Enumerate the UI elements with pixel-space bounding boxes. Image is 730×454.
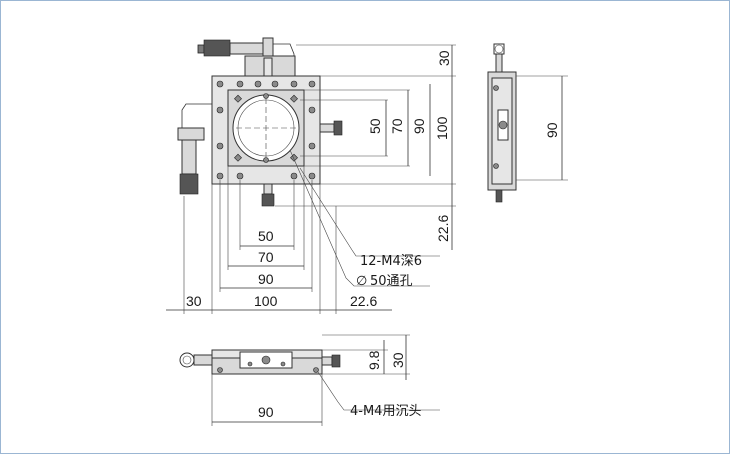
- left-knurl: [179, 173, 199, 195]
- side-view: 90: [487, 43, 568, 203]
- dim-w22-6: 22.6: [350, 293, 377, 309]
- dim-v50: 50: [367, 118, 383, 134]
- micrometer-end-cap: [197, 44, 205, 54]
- left-sleeve: [181, 139, 197, 175]
- dim-h90: 90: [258, 271, 274, 287]
- left-clamp: [177, 127, 205, 141]
- dim-v30: 30: [436, 50, 452, 66]
- side-knob-ring: [493, 43, 505, 55]
- dim-v90: 90: [411, 118, 427, 134]
- front-dim-v30: 30: [390, 352, 406, 368]
- leader-tapped: [299, 167, 440, 257]
- note-counterbore: 4-M4用沉头: [350, 404, 421, 419]
- front-lock-knob: [331, 354, 341, 368]
- front-view: 9.8 30 90 4-M4用沉头: [179, 334, 440, 426]
- note-through-hole: 50通孔: [370, 274, 413, 289]
- micrometer-clamp: [262, 37, 274, 59]
- dim-v70: 70: [389, 118, 405, 134]
- note-tapped-holes: 12-M4深6: [360, 254, 422, 269]
- dim-w30: 30: [186, 293, 202, 309]
- micrometer-spindle: [263, 57, 273, 77]
- right-lock-knob: [333, 120, 343, 136]
- front-dim-w90: 90: [258, 404, 274, 420]
- right-lock-screw: [319, 123, 335, 133]
- leader-counterbore: [317, 371, 440, 411]
- micrometer-sleeve: [229, 42, 264, 55]
- side-knob-stem: [495, 53, 503, 73]
- side-bottom-knob: [495, 189, 503, 203]
- note-diameter-symbol: ∅: [356, 274, 367, 289]
- leader-through: [289, 149, 430, 287]
- side-dim-v90: 90: [544, 122, 560, 138]
- micrometer-knurl: [203, 39, 231, 57]
- dim-v100: 100: [434, 116, 450, 140]
- front-dim-v9-8: 9.8: [366, 350, 382, 370]
- tapped-holes: [216, 80, 316, 180]
- top-view: 50 70 90 100 30 22.6 50 70 90 30 100 22.…: [166, 37, 456, 314]
- bottom-lock-screw: [263, 183, 273, 195]
- dim-h70: 70: [258, 249, 274, 265]
- dim-v22-6: 22.6: [435, 215, 451, 242]
- dim-h50: 50: [258, 228, 274, 244]
- front-knob-ring: [179, 352, 195, 368]
- bottom-lock-knob: [261, 193, 275, 207]
- dim-w100: 100: [254, 293, 278, 309]
- front-knob-stem: [193, 354, 213, 366]
